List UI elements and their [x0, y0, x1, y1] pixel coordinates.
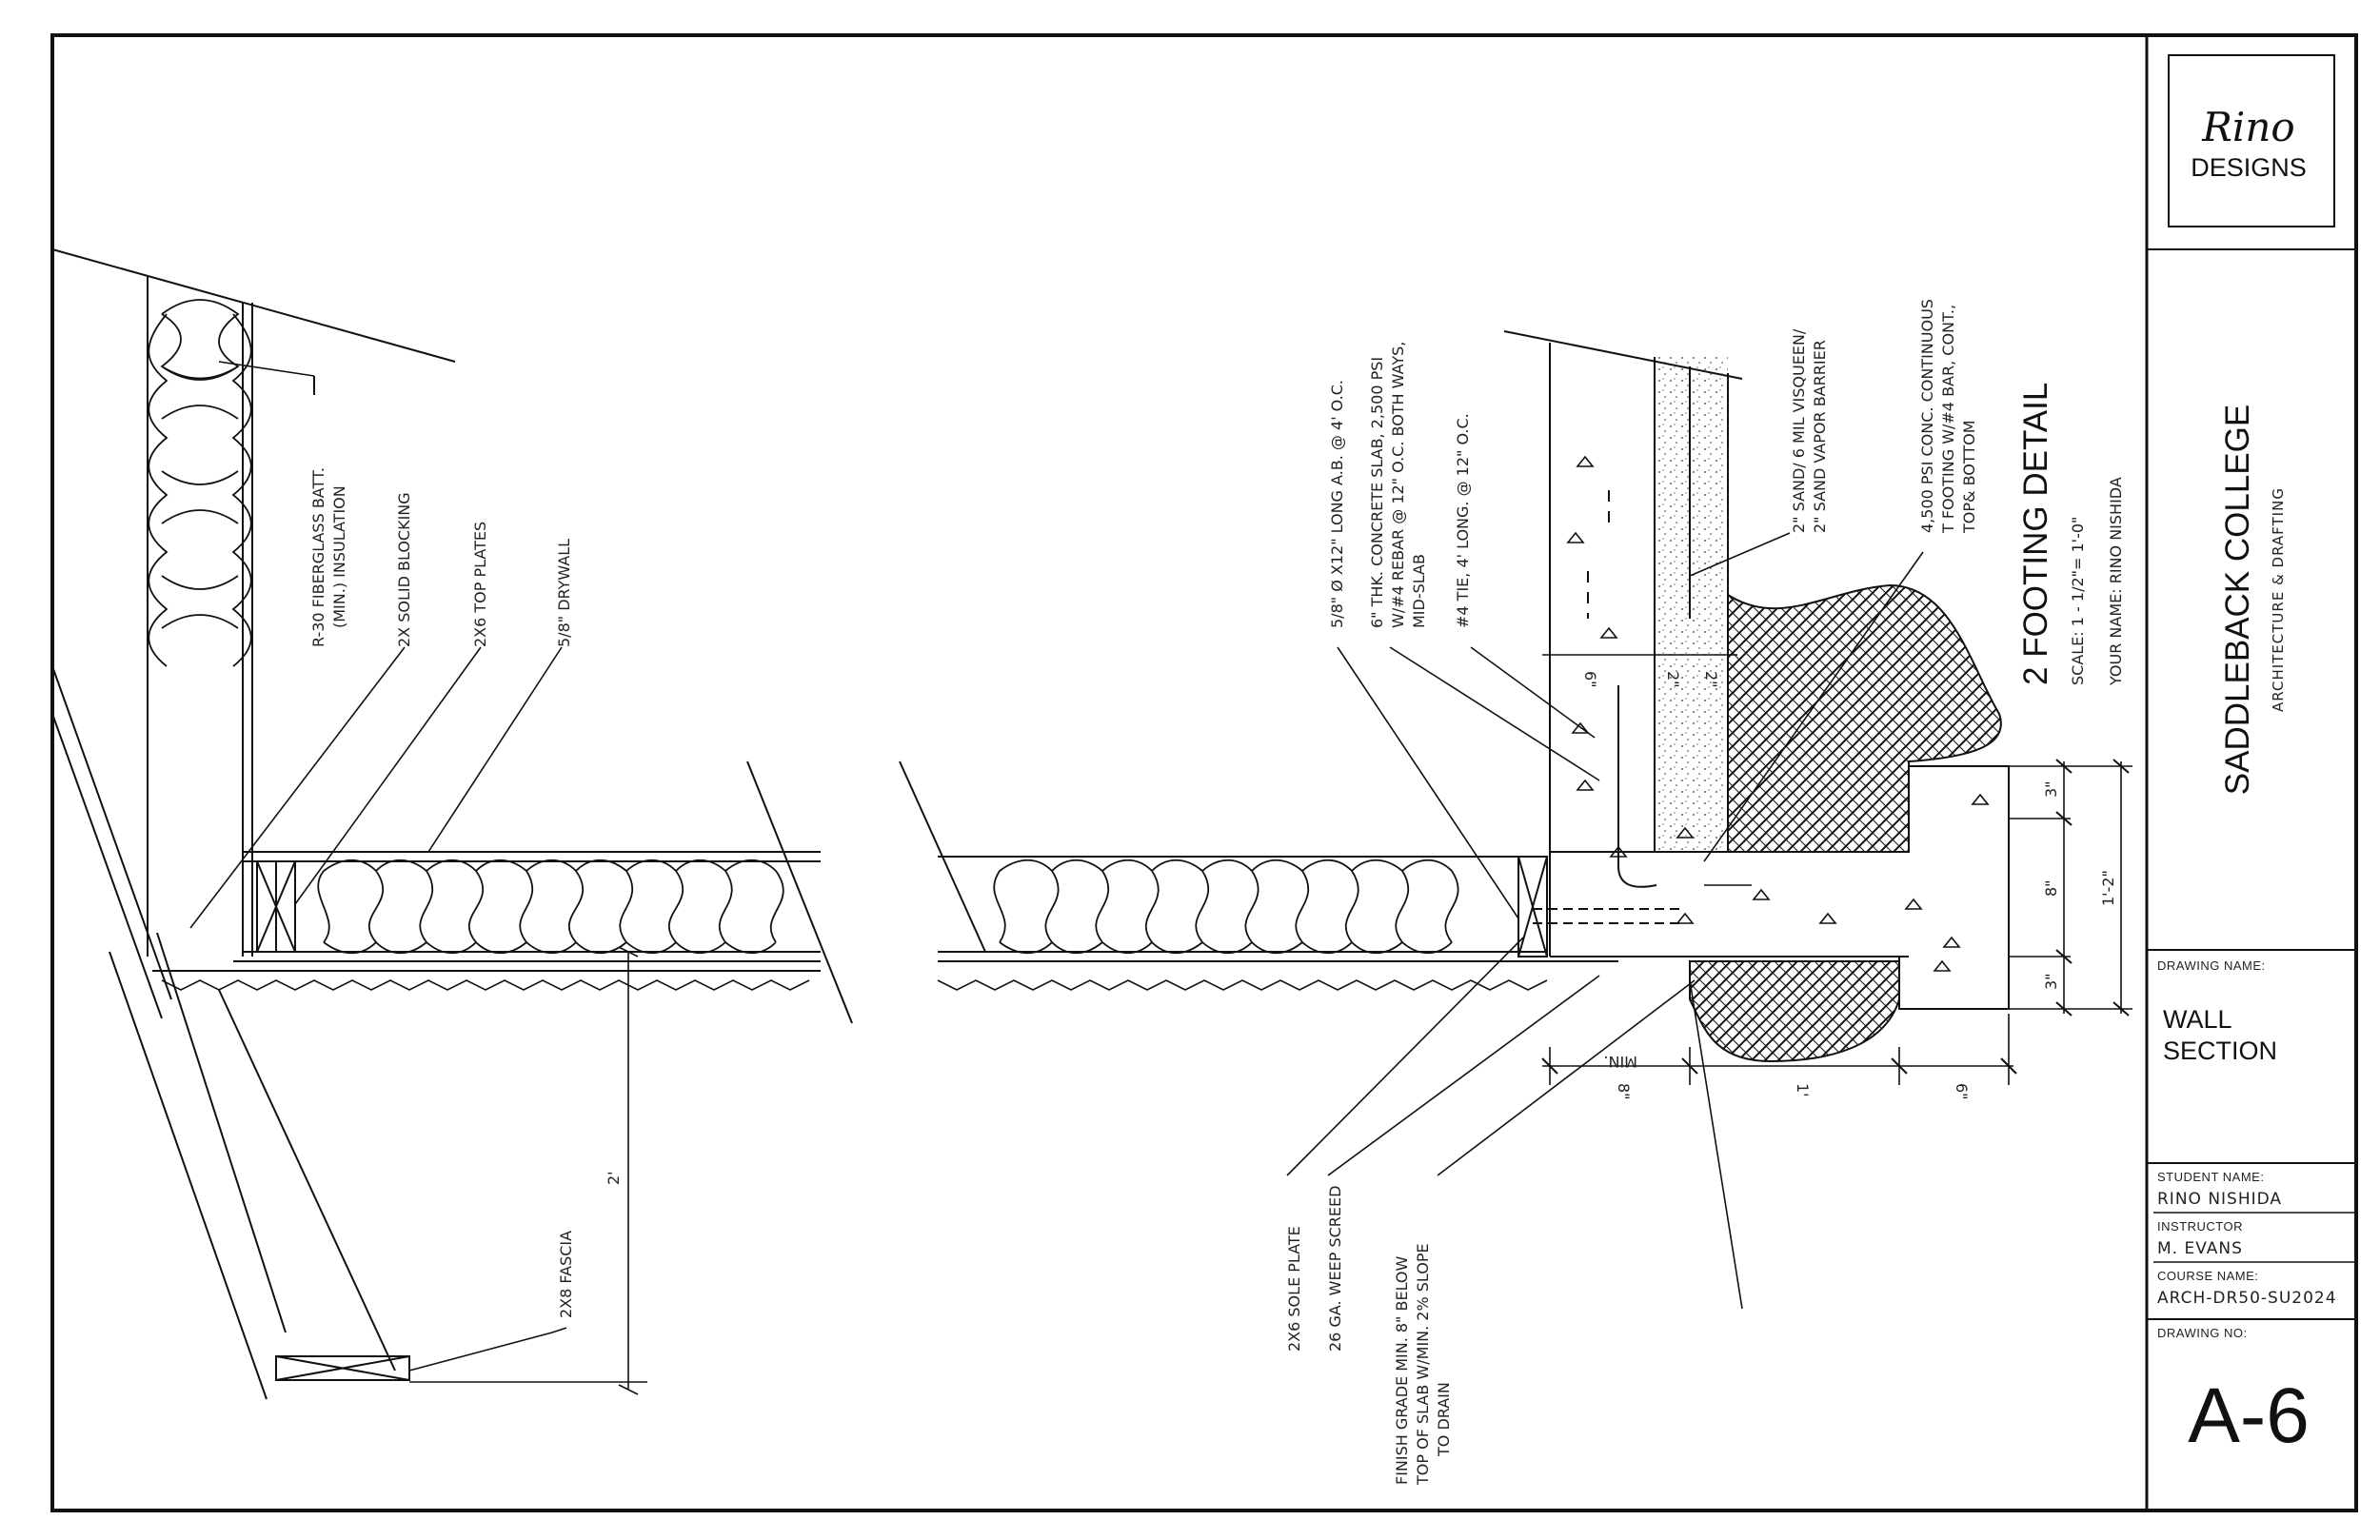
dim-3b: 3"	[2042, 973, 2060, 990]
wall-insulation	[160, 299, 240, 629]
note-sole-plate: 2X6 SOLE PLATE	[1285, 1226, 1303, 1352]
note-grade-3: TO DRAIN	[1435, 1382, 1453, 1457]
note-tie: #4 TIE, 4' LONG. @ 12" O.C.	[1454, 413, 1472, 628]
course-name: ARCH-DR50-SU2024	[2157, 1289, 2337, 1308]
footing-section	[937, 330, 2132, 1310]
course-label: COURSE NAME:	[2157, 1269, 2258, 1283]
drawing-number: A-6	[2188, 1372, 2310, 1459]
note-insulation-1: R-30 FIBERGLASS BATT.	[309, 467, 327, 647]
note-slab-3: MID-SLAB	[1410, 554, 1428, 628]
school-dept: ARCHITECTURE & DRAFTING	[2270, 487, 2287, 712]
drawing-name-line2: SECTION	[2163, 1037, 2277, 1065]
instructor-label: INSTRUCTOR	[2157, 1219, 2243, 1234]
note-anchor-bolt: 5/8" Ø X12" LONG A.B. @ 4' O.C.	[1328, 380, 1346, 628]
detail-name: YOUR NAME: RINO NISHIDA	[2107, 477, 2125, 686]
dim-8: 8"	[2042, 879, 2060, 897]
detail-title: 2 FOOTING DETAIL	[2017, 383, 2054, 685]
note-footing-1: 4,500 PSI CONC. CONTINUOUS	[1918, 299, 1936, 533]
eave-notes: R-30 FIBERGLASS BATT. (MIN.) INSULATION …	[309, 467, 623, 1318]
dimension-labels: 3" 8" 3" 1'-2" MIN. 8" 1' 6" 6" 2" 2"	[1581, 671, 2117, 1100]
dim-6s: 6"	[1581, 671, 1599, 688]
titleblock-fields: DRAWING NAME: WALL SECTION STUDENT NAME:…	[2153, 958, 2356, 1459]
note-solid-blocking: 2X SOLID BLOCKING	[395, 492, 413, 647]
dim-1ft2: 1'-2"	[2099, 870, 2117, 906]
dim-min: MIN.	[1603, 1053, 1637, 1071]
detail-scale: SCALE: 1 - 1/2"= 1'-0"	[2069, 517, 2087, 685]
school-block: SADDLEBACK COLLEGE ARCHITECTURE & DRAFTI…	[2219, 405, 2287, 795]
note-slab-2: W/#4 REBAR @ 12" O.C. BOTH WAYS,	[1389, 342, 1407, 628]
note-fascia: 2X8 FASCIA	[557, 1231, 575, 1318]
school-name: SADDLEBACK COLLEGE	[2219, 405, 2256, 795]
note-drywall: 5/8" DRYWALL	[555, 539, 573, 647]
drawing-no-label: DRAWING NO:	[2157, 1326, 2248, 1340]
dim-2a: 2"	[1664, 671, 1682, 688]
dim-8b: 8"	[1615, 1083, 1633, 1100]
note-top-plates: 2X6 TOP PLATES	[471, 522, 489, 647]
note-slab-1: 6" THK. CONCRETE SLAB, 2,500 PSI	[1368, 357, 1386, 628]
note-sand-1: 2" SAND/ 6 MIL VISQUEEN/	[1790, 328, 1808, 533]
dim-1ft: 1'	[1794, 1083, 1812, 1097]
note-grade-2: TOP OF SLAB W/MIN. 2% SLOPE	[1414, 1243, 1432, 1486]
note-grade-1: FINISH GRADE MIN. 8" BELOW	[1393, 1255, 1411, 1485]
note-insulation-2: (MIN.) INSULATION	[330, 485, 348, 628]
dim-2ft: 2'	[605, 1171, 623, 1185]
sheet-border	[50, 33, 2358, 1512]
logo-script: Rino	[2201, 104, 2294, 150]
note-weep-screed: 26 GA. WEEP SCREED	[1326, 1186, 1344, 1352]
note-sand-2: 2" SAND VAPOR BARRIER	[1811, 340, 1829, 533]
logo: Rino DESIGNS	[2168, 54, 2335, 227]
dim-6: 6"	[1953, 1083, 1971, 1100]
drawing-name-line1: WALL	[2163, 1005, 2232, 1034]
instructor-name: M. EVANS	[2157, 1239, 2243, 1258]
dim-2b: 2"	[1702, 671, 1720, 688]
note-footing-2: T FOOTING W/#4 BAR, CONT.,	[1939, 305, 1957, 534]
drawing-name-label: DRAWING NAME:	[2157, 958, 2266, 973]
ceiling-insulation	[317, 859, 784, 955]
student-label: STUDENT NAME:	[2157, 1170, 2264, 1184]
student-name: RINO NISHIDA	[2157, 1190, 2282, 1209]
dim-3a: 3"	[2042, 780, 2060, 798]
footing-notes: 5/8" Ø X12" LONG A.B. @ 4' O.C. 6" THK. …	[1285, 299, 1978, 1486]
detail-title-block: 2 FOOTING DETAIL SCALE: 1 - 1/2"= 1'-0" …	[2017, 383, 2125, 686]
note-footing-3: TOP& BOTTOM	[1960, 420, 1978, 534]
logo-sub: DESIGNS	[2191, 153, 2307, 182]
eave-section	[51, 248, 986, 1400]
